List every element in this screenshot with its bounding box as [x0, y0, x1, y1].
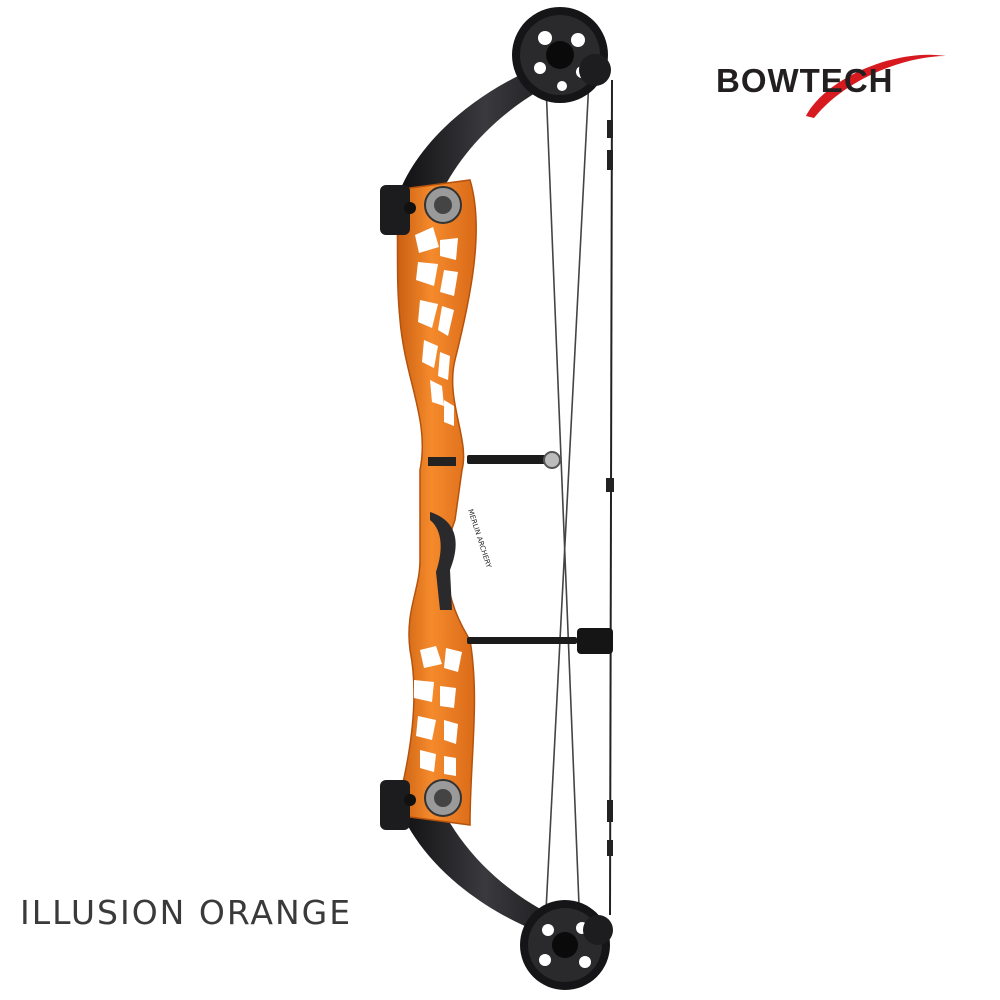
upper-limb [395, 58, 575, 220]
bow-strings [544, 59, 613, 931]
limb-pockets [380, 185, 462, 830]
riser-badge [428, 457, 456, 466]
riser-label: MERLIN ARCHERY [466, 508, 493, 569]
logo-swoosh-icon [806, 54, 946, 118]
bowtech-logo: BOWTECH [706, 38, 966, 128]
riser-cutouts-upper [415, 227, 458, 426]
string-serving [606, 120, 614, 856]
color-name-caption: ILLUSION ORANGE [20, 893, 353, 932]
stabilizer-rod [467, 628, 613, 654]
cable-guard [467, 451, 561, 469]
upper-cam [512, 7, 611, 103]
brand-name: BOWTECH [716, 62, 894, 99]
riser-cutouts-lower [414, 646, 462, 776]
lower-cam [520, 900, 613, 990]
grip [430, 512, 456, 610]
